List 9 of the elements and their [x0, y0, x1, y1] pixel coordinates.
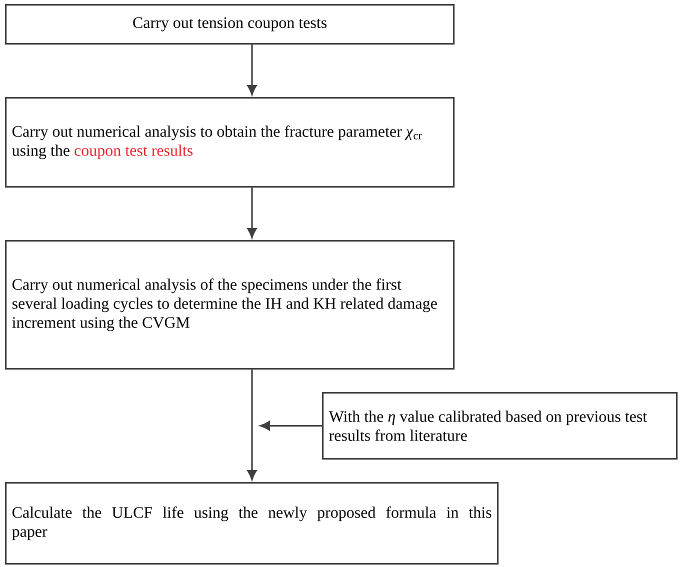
process-box: With the η value calibrated based on previous test results from literature	[322, 392, 678, 460]
arrow	[260, 421, 322, 431]
process-box: Carry out numerical analysis of the specimens under the first several loading cycles to determine the IH and KH related damage increment using the CVGM	[5, 240, 455, 370]
process-box: Carry out tension coupon tests	[5, 4, 455, 45]
arrow	[247, 188, 257, 238]
arrow	[247, 370, 257, 480]
process-box: Calculate the ULCF life using the newly proposed formula in this paper	[5, 482, 499, 565]
process-box: Carry out numerical analysis to obtain the fracture parameter χ$_{cr}$ using the coupon test results	[5, 97, 455, 188]
arrow	[247, 44, 257, 96]
